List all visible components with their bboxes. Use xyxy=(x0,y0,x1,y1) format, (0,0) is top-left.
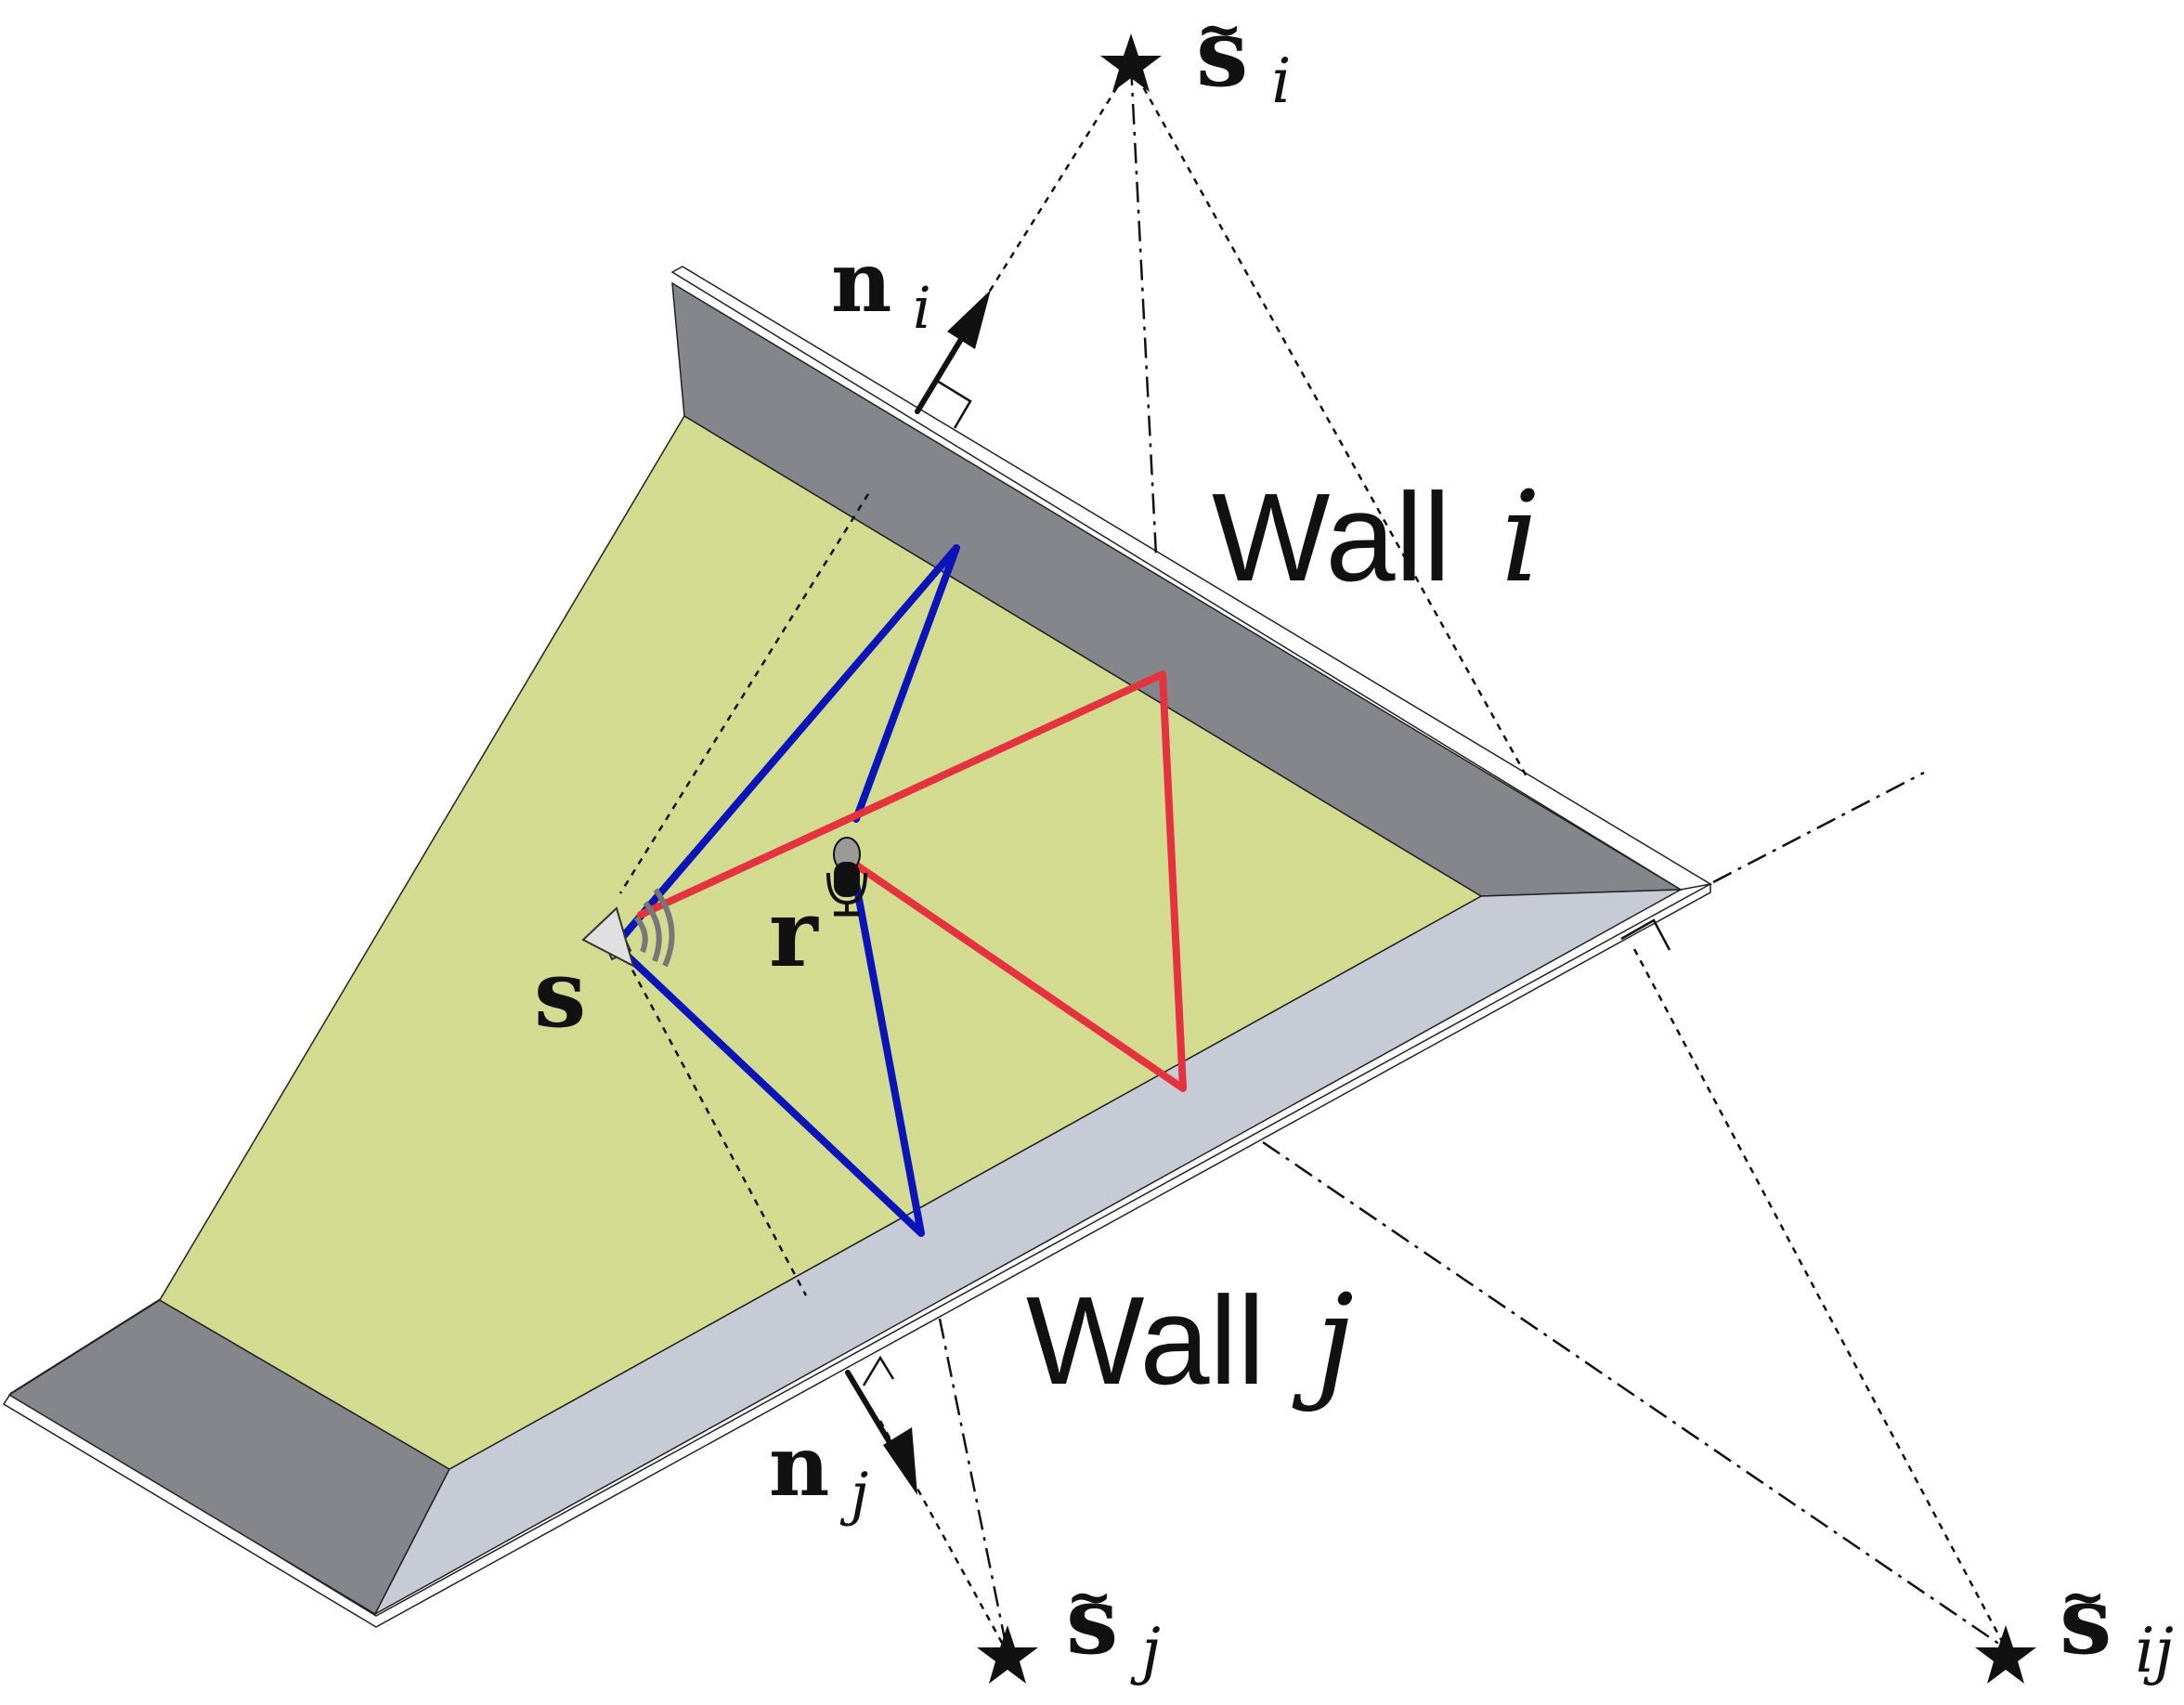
star-icon xyxy=(1100,33,1162,92)
star-icon xyxy=(1975,1625,2036,1684)
construction-lines xyxy=(618,64,2008,1654)
star-icon xyxy=(977,1625,1038,1684)
svg-text:~: ~ xyxy=(1066,1565,1112,1630)
right-angle-marker-ij xyxy=(1620,918,1671,951)
svg-text:~: ~ xyxy=(1196,0,1242,62)
svg-text:~: ~ xyxy=(2060,1565,2106,1630)
source-label: s xyxy=(534,939,586,1048)
loudspeaker-icon xyxy=(581,888,675,968)
svg-text:s ij: s ij xyxy=(2060,1566,2174,1686)
normal-i-label: n i xyxy=(831,233,931,342)
normal-j-label: n j xyxy=(769,1417,868,1528)
normal-vector-j xyxy=(845,1370,917,1495)
receiver-label: r xyxy=(769,879,819,988)
svg-text:s i: s i xyxy=(1196,0,1291,117)
floor xyxy=(158,414,1483,1470)
blue-reflection-path-upper xyxy=(617,544,960,944)
svg-text:s j: s j xyxy=(1066,1566,1161,1686)
wall-j-label: Wall j xyxy=(1026,1268,1354,1413)
normal-vector-i xyxy=(915,290,991,414)
microphone-icon xyxy=(826,837,867,917)
blue-reflection-path-lower xyxy=(617,880,925,1237)
image-source-i-label: ~ s i xyxy=(1196,0,1291,117)
wall-i-label: Wall i xyxy=(1212,464,1540,610)
red-reflection-path-upper xyxy=(637,670,1187,1092)
right-angle-marker-j xyxy=(862,1355,895,1386)
image-source-j-label: ~ s j xyxy=(1066,1565,1161,1686)
image-source-ij-label: ~ s ij xyxy=(2060,1565,2174,1686)
